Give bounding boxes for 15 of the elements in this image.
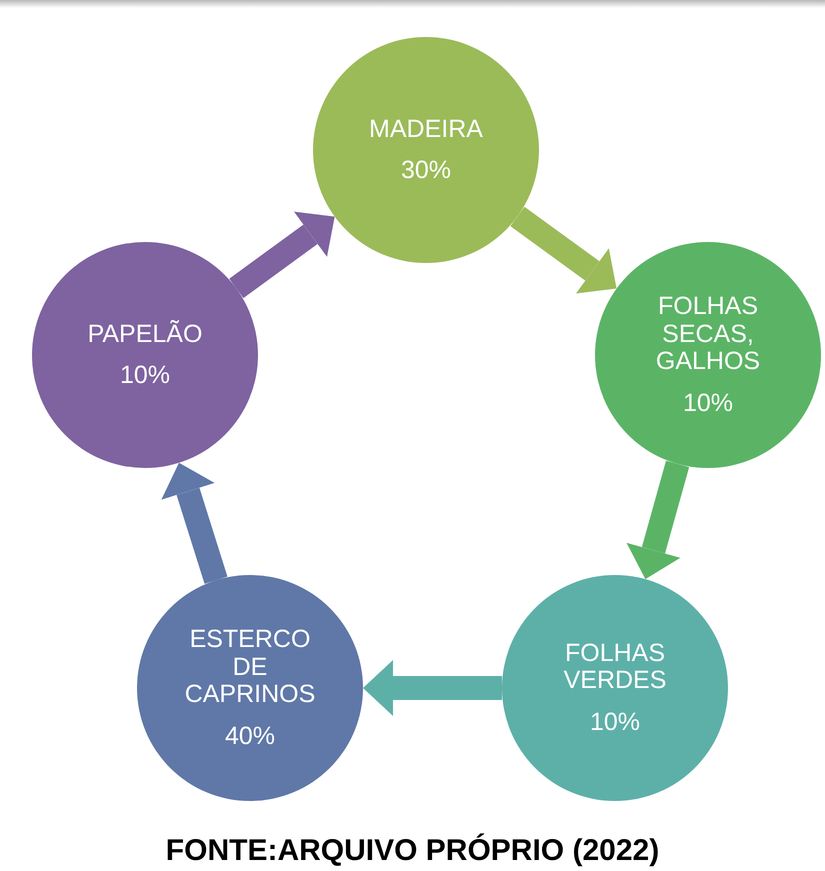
category-label: MADEIRA <box>368 116 484 143</box>
block-arrow <box>363 660 502 716</box>
percentage-label: 10% <box>588 708 642 736</box>
category-label: PAPELÃO <box>86 320 204 348</box>
block-arrow <box>510 206 617 294</box>
category-label: ESTERCO DE CAPRINOS <box>184 626 316 708</box>
source-caption: FONTE:ARQUIVO PRÓPRIO (2022) <box>164 834 660 868</box>
category-label: FOLHAS SECAS, GALHOS <box>654 293 762 376</box>
block-arrow <box>626 460 690 580</box>
category-label: FOLHAS VERDES <box>562 640 668 695</box>
percentage-label: 30% <box>400 157 452 184</box>
block-arrow <box>229 212 335 298</box>
percentage-label: 10% <box>682 390 734 417</box>
percentage-label: 10% <box>118 362 172 390</box>
percentage-label: 40% <box>224 722 276 750</box>
